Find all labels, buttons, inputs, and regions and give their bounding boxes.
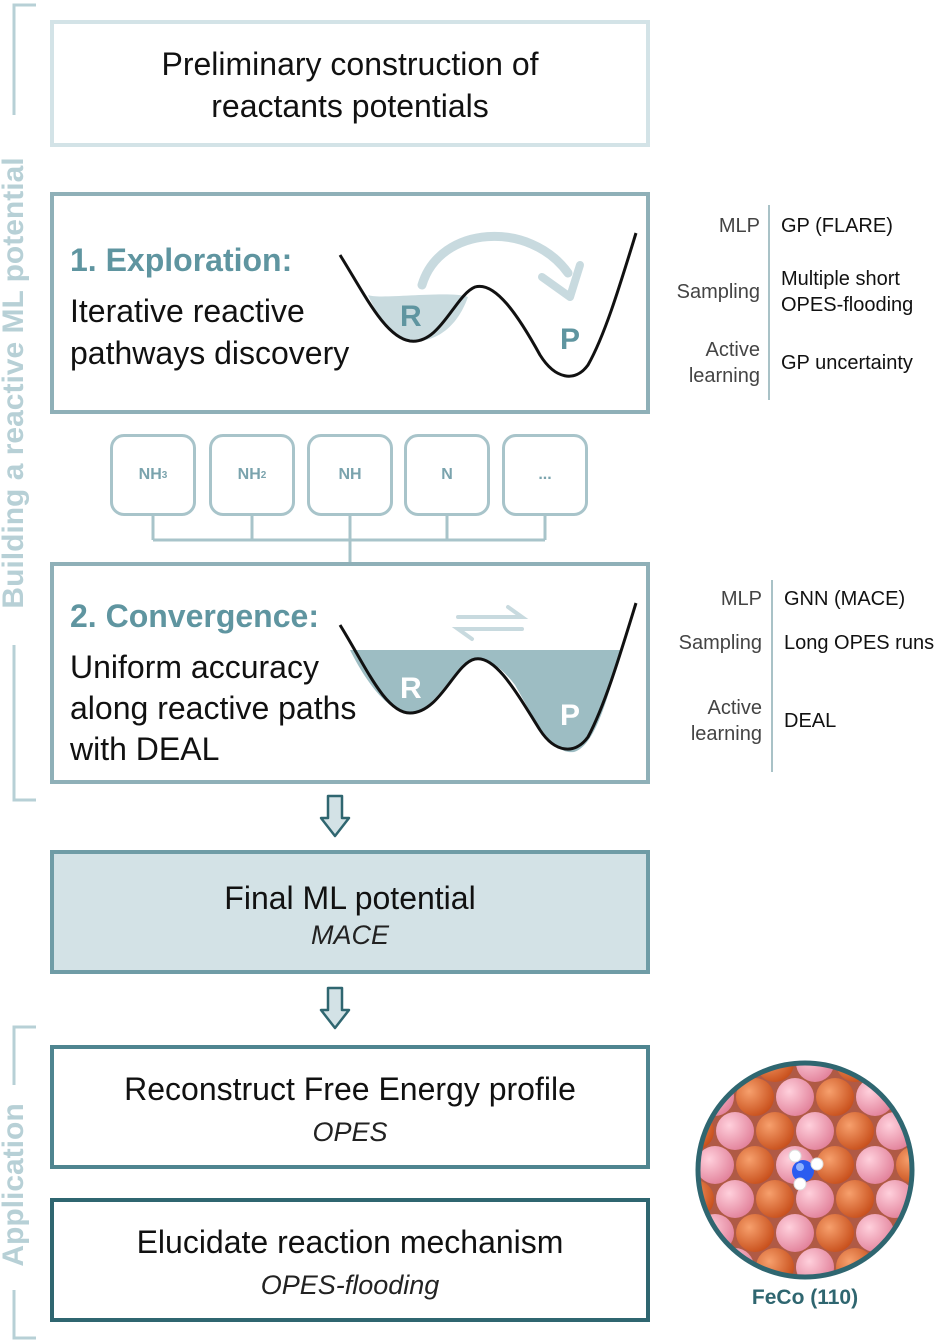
surface-atom xyxy=(756,1180,794,1218)
exploration-box: 1. Exploration: Iterative reactive pathw… xyxy=(50,192,650,414)
convergence-line1: Uniform accuracy xyxy=(70,649,319,685)
convergence-active-label-1: Active xyxy=(707,697,762,719)
surface-atom xyxy=(698,1146,734,1184)
reconstruct-title: Reconstruct Free Energy profile xyxy=(124,1071,576,1107)
surface-atom xyxy=(856,1282,894,1285)
final-potential-title: Final ML potential xyxy=(224,880,476,916)
surface-atom xyxy=(796,1112,834,1150)
surface-atom xyxy=(856,1146,894,1184)
down-arrow-icon xyxy=(319,986,351,1030)
exploration-mlp-label: MLP xyxy=(718,215,760,237)
surface-atom xyxy=(696,1282,734,1285)
exploration-line1: Iterative reactive xyxy=(70,293,305,329)
convergence-table-separator xyxy=(771,580,773,772)
final-potential-box: Final ML potential MACE xyxy=(50,850,650,974)
surface-atom xyxy=(698,1063,714,1082)
surface-atom xyxy=(716,1112,754,1150)
surface-atom xyxy=(690,1078,694,1116)
surface-atom xyxy=(716,1180,754,1218)
exploration-table-separator xyxy=(768,205,770,400)
side-brackets xyxy=(12,3,36,1340)
surface-atom xyxy=(896,1146,912,1184)
convergence-energy-landscape: R P xyxy=(338,602,638,753)
surface-atom xyxy=(896,1282,920,1285)
reconstruct-subtitle: OPES xyxy=(312,1117,388,1147)
convergence-well-right: P xyxy=(560,699,580,732)
convergence-line3: with DEAL xyxy=(70,731,220,767)
application-side-label: Application xyxy=(0,1103,30,1267)
down-arrow-icon xyxy=(319,794,351,838)
exploration-sampling-label: Sampling xyxy=(676,281,760,303)
surface-atom xyxy=(816,1214,854,1252)
surface-atom xyxy=(856,1214,894,1252)
exploration-sampling-value-1: Multiple short xyxy=(781,268,900,290)
surface-atom xyxy=(896,1078,912,1116)
surface-atom xyxy=(836,1112,874,1150)
species-more: ... xyxy=(502,434,588,516)
surface-atom xyxy=(776,1214,814,1252)
exploration-mlp-value: GP (FLARE) xyxy=(781,215,893,237)
convergence-mlp-label: MLP xyxy=(720,588,762,610)
exploration-active-label-1: Active xyxy=(705,339,760,361)
surface-atom xyxy=(916,1248,920,1285)
surface-atom xyxy=(856,1078,894,1116)
surface-atom xyxy=(916,1180,920,1218)
surface-atom xyxy=(690,1214,694,1252)
species-connector xyxy=(151,515,547,565)
convergence-box: 2. Convergence: Uniform accuracy along r… xyxy=(50,562,650,784)
exploration-heading: 1. Exploration: xyxy=(70,242,293,278)
surface-atom xyxy=(816,1146,854,1184)
exploration-line2: pathways discovery xyxy=(70,335,350,371)
species-n: N xyxy=(404,434,490,516)
elucidate-title: Elucidate reaction mechanism xyxy=(136,1224,564,1260)
exploration-energy-landscape: R P xyxy=(338,231,638,378)
preliminary-box: Preliminary construction of reactants po… xyxy=(50,20,650,147)
convergence-heading: 2. Convergence: xyxy=(70,598,319,634)
building-side-label: Building a reactive ML potential xyxy=(0,157,30,609)
convergence-mlp-value: GNN (MACE) xyxy=(784,588,906,610)
surface-atom xyxy=(776,1078,814,1116)
surface-atom xyxy=(876,1063,912,1082)
surface-atom xyxy=(816,1078,854,1116)
surface-atom xyxy=(698,1248,714,1277)
species-nh: NH xyxy=(307,434,393,516)
surface-atom xyxy=(690,1146,694,1184)
surface-atom xyxy=(756,1112,794,1150)
surface-atom xyxy=(776,1282,814,1285)
convergence-well-left: R xyxy=(400,672,422,705)
surface-atom xyxy=(796,1180,834,1218)
convergence-line2: along reactive paths xyxy=(70,690,357,726)
preliminary-title-line1: Preliminary construction of xyxy=(161,46,539,82)
final-potential-subtitle: MACE xyxy=(310,920,389,950)
exploration-active-label-2: learning xyxy=(688,365,760,387)
surface-atom xyxy=(836,1180,874,1218)
elucidate-subtitle: OPES-flooding xyxy=(260,1270,440,1300)
surface-atom xyxy=(916,1112,920,1150)
preliminary-title-line2: reactants potentials xyxy=(211,88,489,124)
surface-caption: FeCo (110) xyxy=(751,1286,859,1309)
reconstruct-box: Reconstruct Free Energy profile OPES xyxy=(50,1045,650,1169)
feco-surface-image xyxy=(690,1055,920,1285)
exploration-sampling-value-2: OPES-flooding xyxy=(781,294,914,316)
surface-atom xyxy=(736,1146,774,1184)
surface-atom xyxy=(736,1282,774,1285)
convergence-active-label-2: learning xyxy=(690,723,762,745)
surface-atom xyxy=(796,1063,834,1082)
surface-atom xyxy=(876,1248,912,1277)
convergence-active-value: DEAL xyxy=(784,710,837,732)
exploration-well-right: P xyxy=(560,323,580,356)
convergence-sampling-value: Long OPES runs xyxy=(784,632,935,654)
surface-atom xyxy=(916,1055,920,1082)
surface-atom xyxy=(736,1214,774,1252)
surface-atom xyxy=(690,1282,694,1285)
surface-atom xyxy=(816,1282,854,1285)
convergence-sampling-label: Sampling xyxy=(678,632,762,654)
exploration-active-value: GP uncertainty xyxy=(781,352,913,374)
exploration-well-left: R xyxy=(400,300,422,333)
surface-atom xyxy=(736,1078,774,1116)
elucidate-box: Elucidate reaction mechanism OPES-floodi… xyxy=(50,1198,650,1322)
